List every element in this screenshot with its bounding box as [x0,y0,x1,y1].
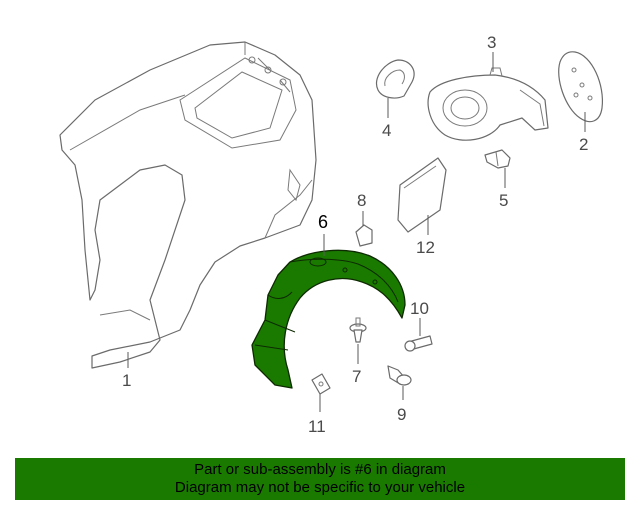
part-10-screw [404,335,433,352]
callout-5: 5 [499,191,508,210]
part-12-panel [397,157,447,233]
callout-12: 12 [416,238,435,257]
part-3-filler-housing [427,67,549,141]
callout-4: 4 [382,121,391,140]
part-info-banner: Part or sub-assembly is #6 in diagram Di… [15,458,625,500]
leader-lines [127,52,586,412]
callout-2: 2 [579,135,588,154]
part-1-quarter-panel [59,41,317,369]
callout-8: 8 [357,191,366,210]
callout-1: 1 [122,371,131,390]
banner-line-2: Diagram may not be specific to your vehi… [174,479,466,496]
part-2-fuel-door [558,51,604,123]
callout-11: 11 [308,417,326,436]
part-8-clip [355,224,373,247]
part-6-wheel-liner [251,249,406,389]
part-9-screw [387,365,412,386]
callout-3: 3 [487,33,496,52]
callout-6: 6 [318,212,328,232]
part-4-grommet [376,59,415,99]
callout-9: 9 [397,405,406,424]
callout-10: 10 [410,299,429,318]
banner-line-1: Part or sub-assembly is #6 in diagram [194,461,446,478]
part-5-bolt [484,149,511,169]
part-7-fastener [349,317,367,343]
part-11-clip [311,373,331,395]
callout-7: 7 [352,367,361,386]
